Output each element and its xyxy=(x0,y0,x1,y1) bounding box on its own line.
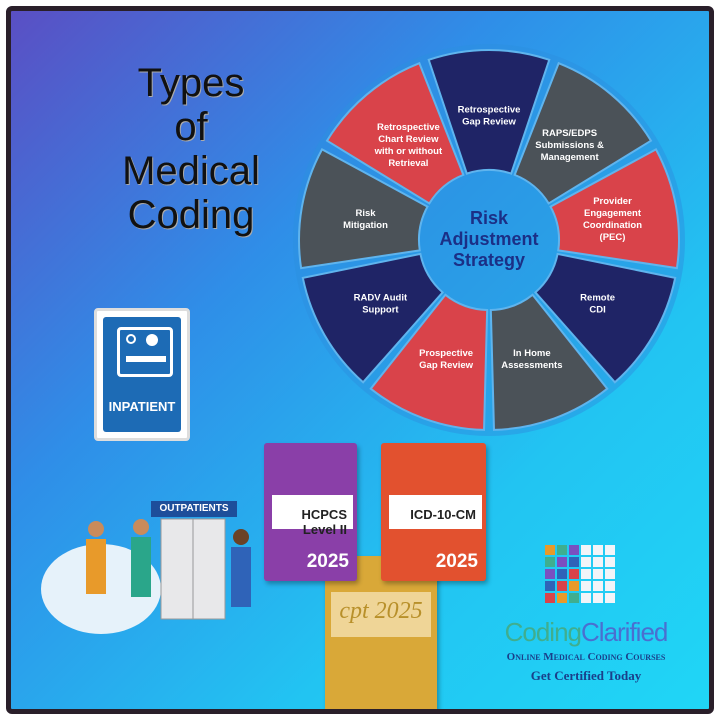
title-line: Medical xyxy=(122,149,260,193)
wheel-center-title: Risk xyxy=(470,208,509,228)
logo-cell xyxy=(557,545,567,555)
logo-cell xyxy=(557,593,567,603)
infographic-frame: Types of Medical Coding INPATIENT Retros… xyxy=(6,6,714,714)
hcpcs-year: 2025 xyxy=(306,551,349,572)
icd-year: 2025 xyxy=(435,551,478,572)
coding-clarified-cube-logo xyxy=(545,545,615,603)
logo-cell xyxy=(593,581,603,591)
outpatients-sign: OUTPATIENTS xyxy=(151,501,237,517)
logo-cell xyxy=(545,581,555,591)
icd-book: ICD-10-CM 2025 xyxy=(381,443,486,581)
segment-label: Assessments xyxy=(501,360,562,371)
segment-label: Chart Review xyxy=(378,134,439,145)
logo-cell xyxy=(593,557,603,567)
segment-label: Retrospective xyxy=(377,122,440,133)
segment-label: with or without xyxy=(374,146,443,157)
brand-tagline: Online Medical Coding Courses xyxy=(506,651,666,663)
segment-label: Gap Review xyxy=(462,117,516,128)
segment-label: In Home xyxy=(513,348,550,359)
segment-label: Remote xyxy=(580,293,615,304)
title-line: of xyxy=(174,105,208,149)
wheel-center-title: Strategy xyxy=(453,250,525,270)
cpt-book: cpt 2025 xyxy=(325,556,437,709)
segment-label: Prospective xyxy=(419,348,473,359)
logo-cell xyxy=(545,557,555,567)
logo-cell xyxy=(581,581,591,591)
logo-cell xyxy=(605,581,615,591)
segment-label: Support xyxy=(362,305,399,316)
logo-cell xyxy=(545,593,555,603)
wheel-center-title: Adjustment xyxy=(440,229,539,249)
logo-cell xyxy=(581,545,591,555)
segment-label: RAPS/EDPS xyxy=(542,128,597,139)
logo-cell xyxy=(605,545,615,555)
hcpcs-book: HCPCS Level II 2025 xyxy=(264,443,357,581)
logo-cell xyxy=(569,581,579,591)
logo-cell xyxy=(569,593,579,603)
logo-cell xyxy=(581,557,591,567)
brand-name: CodingClarified xyxy=(491,617,681,648)
segment-label: Management xyxy=(541,152,600,163)
logo-cell xyxy=(581,593,591,603)
segment-label: Retrospective xyxy=(458,105,521,116)
logo-cell xyxy=(557,581,567,591)
logo-cell xyxy=(557,557,567,567)
icd-title: ICD-10-CM xyxy=(389,495,482,529)
hospital-bed-icon xyxy=(117,327,173,377)
logo-cell xyxy=(605,569,615,579)
logo-cell xyxy=(605,557,615,567)
page-title: Types of Medical Coding xyxy=(101,61,281,237)
segment-label: Coordination xyxy=(583,220,642,231)
cpt-title: cpt 2025 xyxy=(331,592,431,637)
segment-label: Mitigation xyxy=(343,220,388,231)
brand-cta: Get Certified Today xyxy=(530,668,642,683)
segment-label: CDI xyxy=(589,305,605,316)
inpatient-label: INPATIENT xyxy=(108,399,176,414)
hcpcs-title: HCPCS Level II xyxy=(272,495,353,537)
inpatient-sign: INPATIENT xyxy=(94,308,190,441)
segment-label: Retrieval xyxy=(388,158,428,169)
logo-cell xyxy=(593,569,603,579)
title-line: Types xyxy=(137,61,245,105)
logo-cell xyxy=(557,569,567,579)
brand-part2: Clarified xyxy=(581,617,668,647)
segment-label: RADV Audit xyxy=(354,293,408,304)
segment-label: Engagement xyxy=(584,208,642,219)
segment-label: Provider xyxy=(593,196,632,207)
logo-cell xyxy=(581,569,591,579)
logo-cell xyxy=(545,545,555,555)
logo-cell xyxy=(569,557,579,567)
segment-label: Submissions & xyxy=(535,140,604,151)
title-line: Coding xyxy=(127,193,255,237)
logo-cell xyxy=(545,569,555,579)
logo-cell xyxy=(593,593,603,603)
logo-cell xyxy=(605,593,615,603)
segment-label: Gap Review xyxy=(419,360,473,371)
segment-label: (PEC) xyxy=(600,232,626,243)
logo-cell xyxy=(569,545,579,555)
logo-cell xyxy=(569,569,579,579)
brand-part1: Coding xyxy=(504,617,582,647)
logo-cell xyxy=(593,545,603,555)
segment-label: Risk xyxy=(355,208,376,219)
outpatient-illustration xyxy=(41,518,251,634)
